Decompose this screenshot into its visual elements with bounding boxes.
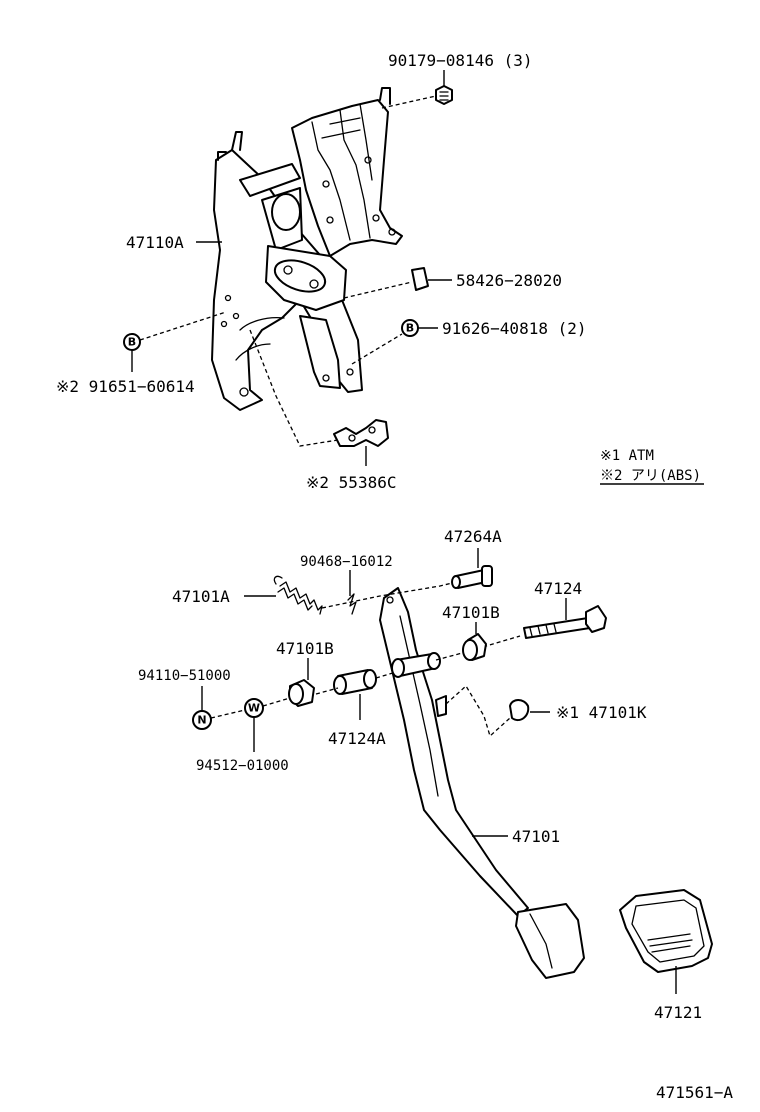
label-94512: 94512−01000 [196,758,289,774]
collar-47124A [315,669,397,720]
label-90179: 90179−08146 (3) [388,51,533,70]
label-58426: 58426−28020 [456,271,562,290]
badge-w: W [248,702,260,715]
pedal-pad-47121 [619,889,713,994]
label-47124: 47124 [534,579,582,598]
label-47101K: ※1 47101K [556,703,647,722]
washer-94512: W [210,697,291,752]
bolt-91626: B [351,319,438,365]
bolt-47124 [435,598,607,661]
bushing-47101B-left [288,658,315,707]
label-47101B-left: 47101B [276,639,334,658]
label-47101: 47101 [512,827,560,846]
legend-note-2: ※2 アリ(ABS) [600,468,701,484]
return-spring-47101A [244,575,323,615]
label-91626: 91626−40818 (2) [442,319,587,338]
legend-note-1: ※1 ATM [600,448,654,464]
bolt-91651: B [123,311,227,372]
label-55386C: ※2 55386C [306,473,396,492]
label-90468: 90468−16012 [300,554,393,570]
clip-58426 [343,267,452,299]
cushion-47101K [445,684,550,738]
badge-n: N [197,714,206,727]
nut-94110: N [192,686,212,730]
badge-b-left: B [128,336,136,349]
pedal-support-bracket-47110A [211,87,403,411]
bushing-47101B-right [462,622,487,661]
label-47124A: 47124A [328,729,386,748]
label-47101B-right: 47101B [442,603,500,622]
label-47101A: 47101A [172,587,230,606]
label-47264A: 47264A [444,527,502,546]
label-47121: 47121 [654,1003,702,1022]
label-94110: 94110−51000 [138,668,231,684]
clip-90468 [321,570,457,615]
label-91651: ※2 91651−60614 [56,377,195,396]
badge-b-right: B [406,322,414,335]
brake-pedal-arm-47101 [379,587,585,979]
nut-90179 [381,70,453,109]
label-47110A: 47110A [126,233,184,252]
bracket-55386C [249,329,389,466]
pin-47264A [451,548,493,589]
figure-id: 471561−A [656,1083,733,1102]
